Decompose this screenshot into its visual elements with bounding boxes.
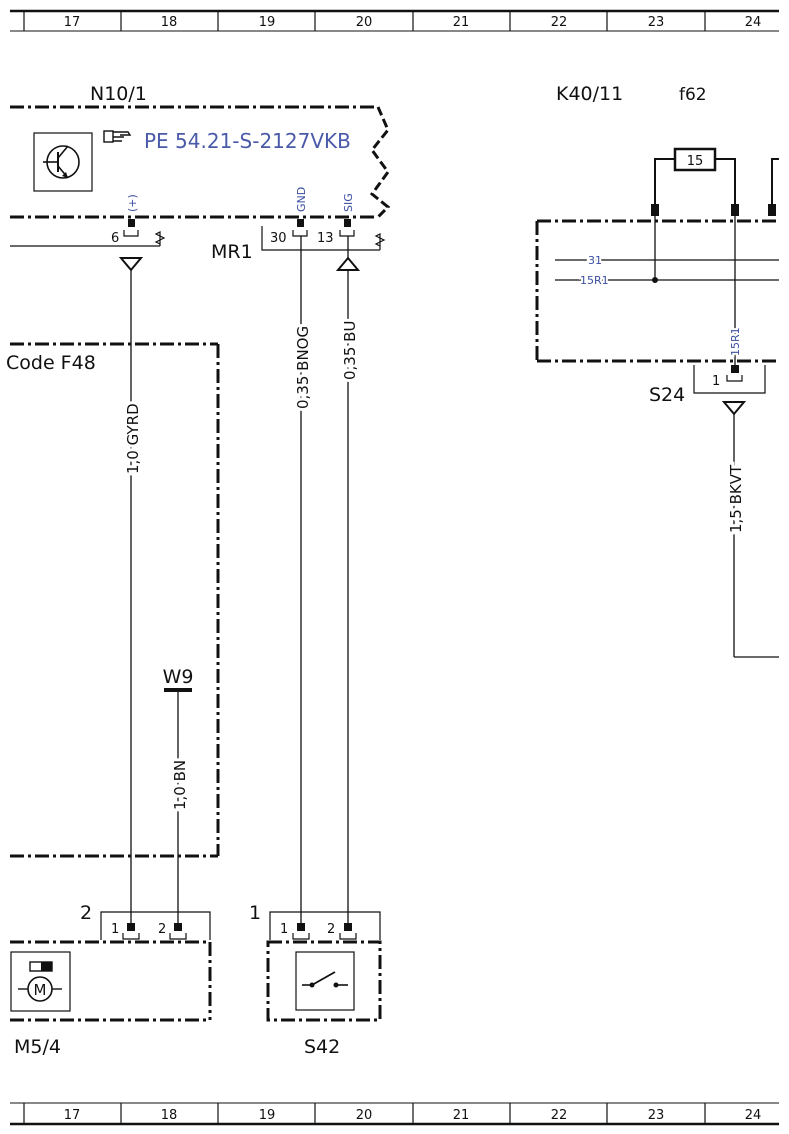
ruler-bottom-col-24: 24 bbox=[745, 1108, 762, 1123]
pointing-hand-icon bbox=[103, 130, 132, 143]
ruler-top-col-23: 23 bbox=[648, 15, 665, 30]
s24-label: S24 bbox=[649, 384, 685, 406]
ruler-bottom-col-20: 20 bbox=[356, 1108, 373, 1123]
k40-bus-31: 31 bbox=[588, 254, 602, 267]
s42-connector-label: 1 bbox=[249, 902, 261, 924]
pin-signal-gnd: GND bbox=[295, 187, 308, 212]
ruler-bottom-col-23: 23 bbox=[648, 1108, 665, 1123]
pin-signal-sig: SIG bbox=[342, 193, 355, 212]
reference-link[interactable]: PE 54.21-S-2127VKB bbox=[144, 129, 351, 153]
s42-label: S42 bbox=[304, 1036, 340, 1058]
ruler-top-col-17: 17 bbox=[64, 15, 81, 30]
ruler-top-col-22: 22 bbox=[551, 15, 568, 30]
svg-text:M: M bbox=[34, 981, 47, 999]
k40-pin-1-label: 1 bbox=[712, 374, 720, 389]
pin-6-label: 6 bbox=[111, 231, 119, 246]
m54-connector-label: 2 bbox=[80, 902, 92, 924]
code-f48-label: Code F48 bbox=[6, 352, 96, 374]
bottom-ruler: 17 18 19 20 21 22 23 24 bbox=[10, 1102, 779, 1126]
n10-label: N10/1 bbox=[90, 83, 147, 105]
motor-icon: M bbox=[18, 961, 62, 1002]
wire-label-bn: 1,0 BN bbox=[171, 760, 189, 810]
top-ruler: 17 18 19 20 21 22 23 24 bbox=[10, 9, 779, 32]
m54-pin-1: 1 bbox=[111, 922, 119, 937]
k40-fuse-box: K40/11 f62 15 31 15R1 15R1 1 S24 bbox=[535, 83, 779, 416]
k40-bus-15r1: 15R1 bbox=[580, 274, 609, 287]
pin-30-label: 30 bbox=[270, 231, 287, 246]
m54-label: M5/4 bbox=[14, 1036, 61, 1058]
s42-pin-2: 2 bbox=[327, 922, 335, 937]
ruler-top-col-24: 24 bbox=[745, 15, 762, 30]
m54-motor: 2 1 2 M M5/4 bbox=[10, 902, 212, 1058]
ruler-top-col-19: 19 bbox=[259, 15, 276, 30]
wire-label-bu: 0,35 BU bbox=[341, 321, 359, 380]
fuse-label: f62 bbox=[679, 85, 707, 105]
code-f48-box: Code F48 bbox=[6, 342, 220, 858]
wire-label-bkvt: 1,5 BKVT bbox=[727, 464, 745, 533]
wire-label-gyrd: 1,0 GYRD bbox=[124, 403, 142, 474]
k40-pin-signal: 15R1 bbox=[729, 327, 742, 356]
ruler-bottom-col-17: 17 bbox=[64, 1108, 81, 1123]
n10-control-unit: N10/1 PE 54.21-S-2127VKB (+) 6 GND 30 bbox=[10, 83, 391, 272]
ruler-top-col-21: 21 bbox=[453, 15, 470, 30]
s42-switch: 1 1 2 S42 bbox=[249, 902, 382, 1058]
transistor-icon bbox=[43, 145, 80, 179]
k40-label: K40/11 bbox=[556, 83, 623, 105]
m54-pin-2: 2 bbox=[158, 922, 166, 937]
wires: W9 1,0 GYRD 0,35 BNOG 0,35 BU 1,0 BN 1,5… bbox=[121, 236, 779, 925]
fuse-value: 15 bbox=[687, 154, 704, 169]
wire-label-bnog: 0,35 BNOG bbox=[294, 326, 312, 409]
mr1-label: MR1 bbox=[211, 241, 253, 263]
s42-pin-1: 1 bbox=[280, 922, 288, 937]
switch-icon bbox=[302, 971, 348, 988]
ruler-top-col-18: 18 bbox=[161, 15, 178, 30]
ruler-bottom-col-22: 22 bbox=[551, 1108, 568, 1123]
ruler-bottom-col-21: 21 bbox=[453, 1108, 470, 1123]
ruler-bottom-col-19: 19 bbox=[259, 1108, 276, 1123]
pin-13-label: 13 bbox=[317, 231, 334, 246]
ruler-top-col-20: 20 bbox=[356, 15, 373, 30]
transistor-symbol-box bbox=[33, 132, 93, 192]
ruler-bottom-col-18: 18 bbox=[161, 1108, 178, 1123]
pin-signal-plus: (+) bbox=[126, 194, 139, 212]
w9-label: W9 bbox=[163, 666, 194, 688]
